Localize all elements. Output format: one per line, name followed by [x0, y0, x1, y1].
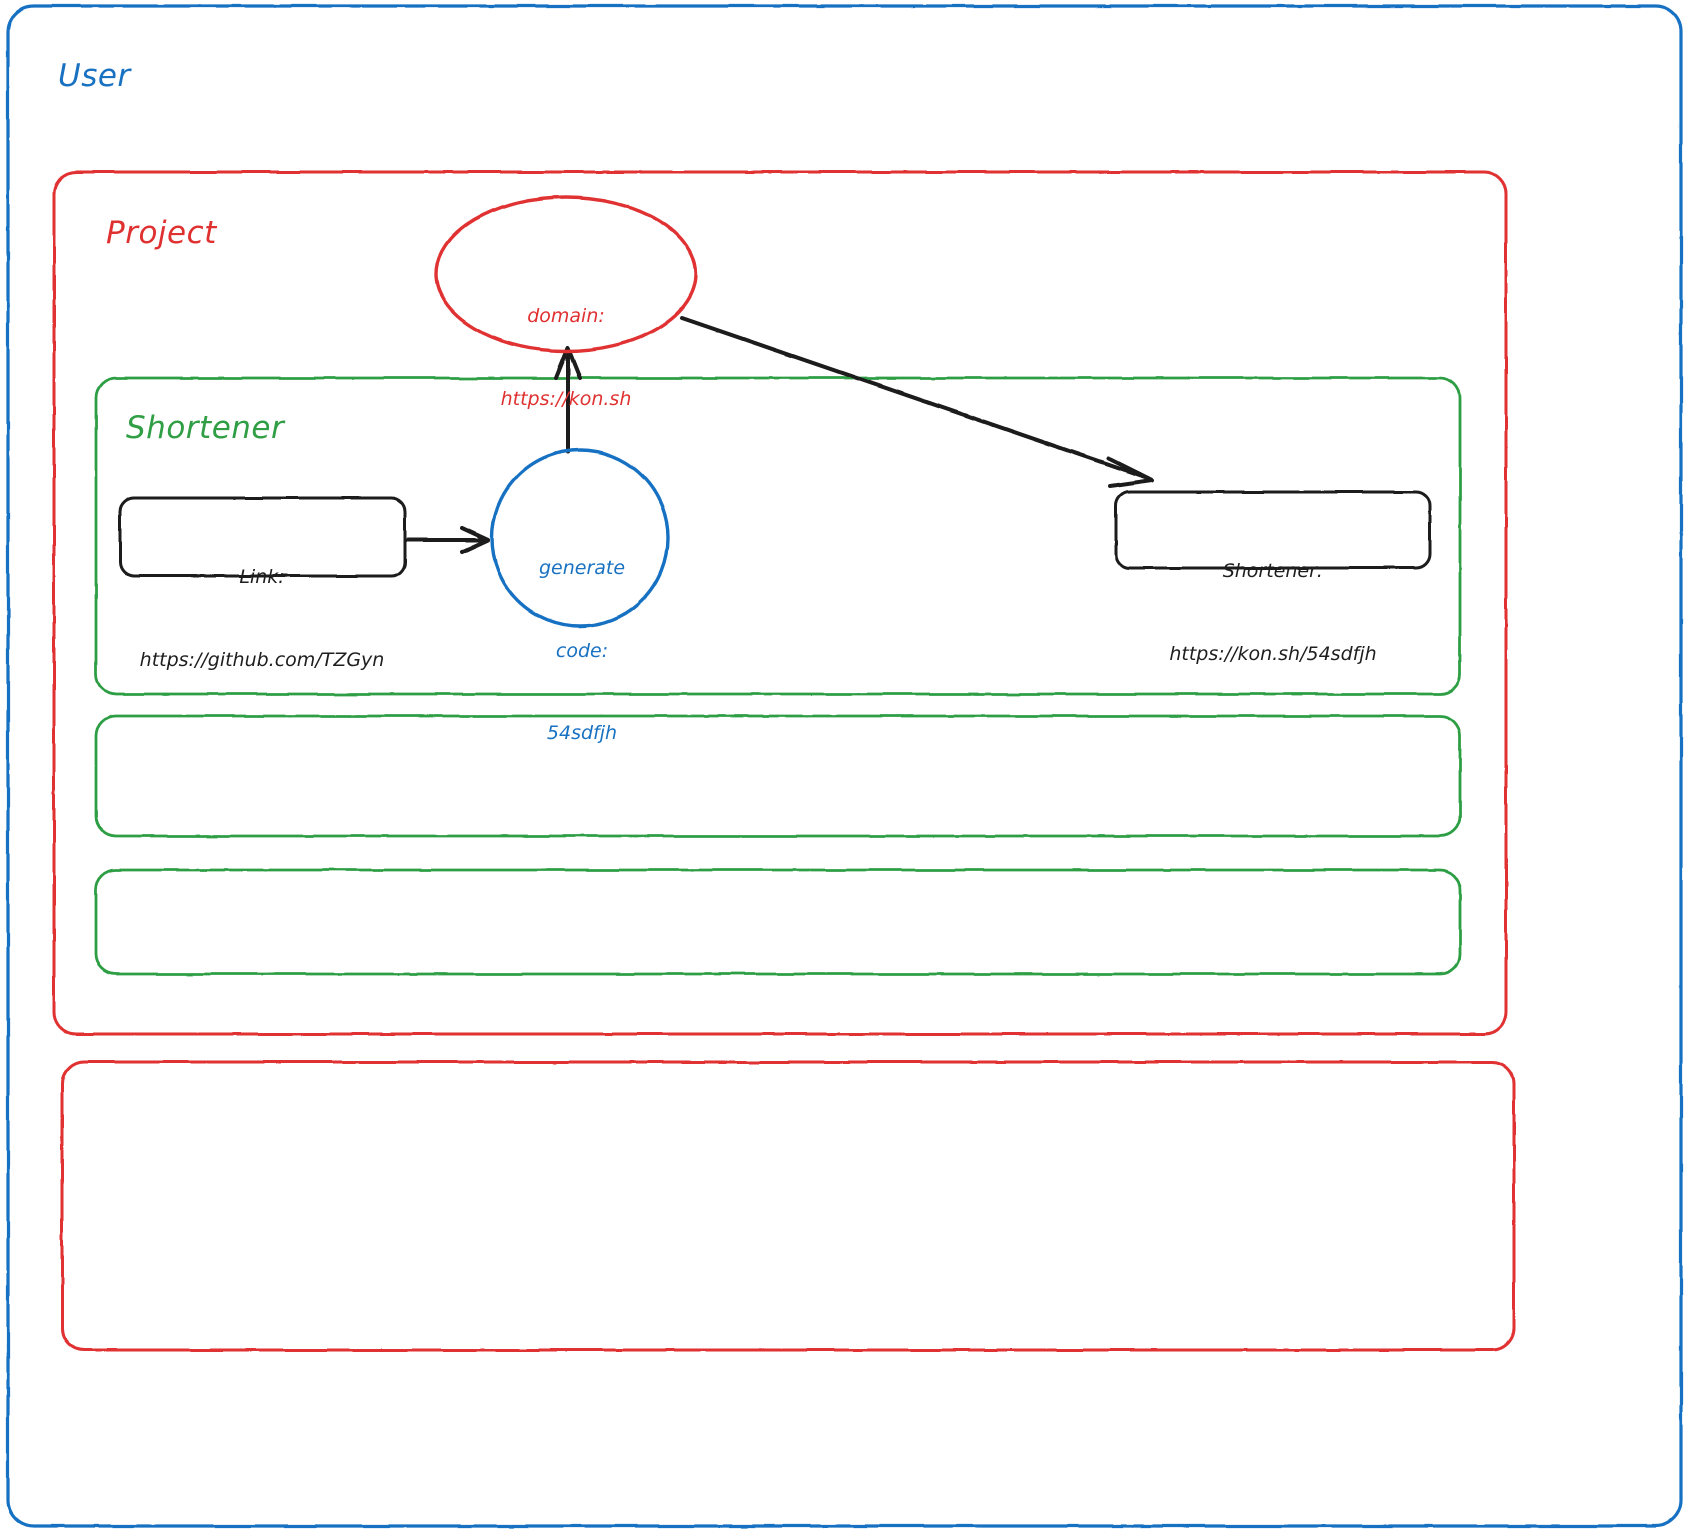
node-generate-code-circle[interactable]	[490, 448, 670, 628]
group-frame-empty-green-1[interactable]	[94, 714, 1462, 838]
group-frame-project[interactable]	[52, 170, 1508, 1036]
group-frame-shortener[interactable]	[94, 376, 1462, 696]
group-frame-user[interactable]	[6, 4, 1683, 1528]
node-link-box[interactable]	[118, 496, 407, 578]
arrow-domain-to-shortener-result	[680, 316, 1154, 488]
node-domain-ellipse[interactable]	[434, 195, 698, 353]
arrow-generate-to-domain	[554, 346, 582, 454]
group-frame-empty-green-2[interactable]	[94, 868, 1462, 976]
node-shortener-result-box[interactable]	[1114, 490, 1432, 570]
arrow-link-to-generate	[406, 526, 490, 554]
group-frame-empty-red[interactable]	[60, 1060, 1516, 1352]
